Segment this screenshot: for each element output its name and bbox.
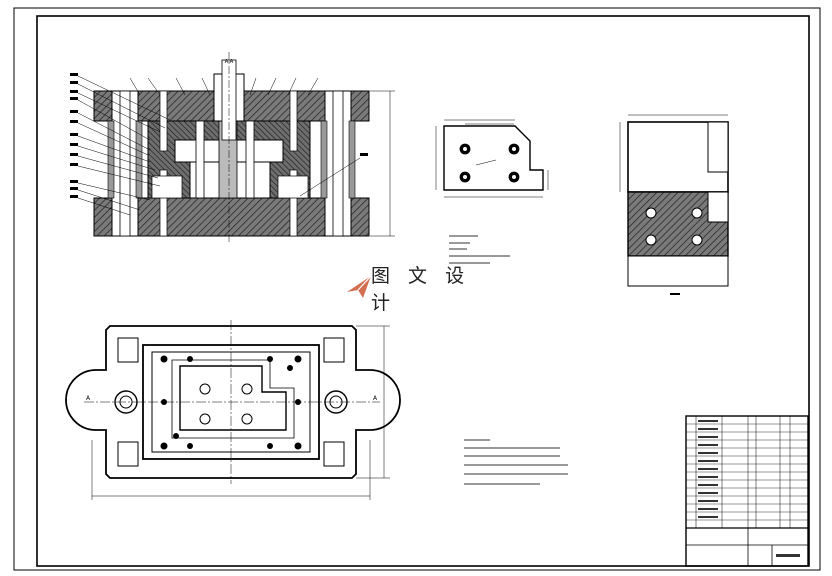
watermark-badge bbox=[343, 270, 493, 306]
section-label: A-A bbox=[225, 59, 234, 65]
sheet-border bbox=[13, 7, 821, 571]
view-marker-left: A bbox=[86, 395, 91, 402]
section-view-assembly: A-A bbox=[70, 52, 395, 244]
notes-block-lower bbox=[464, 439, 568, 485]
watermark: 图 文 设 计 bbox=[343, 265, 493, 314]
title-block bbox=[685, 415, 809, 567]
workpiece-drawing bbox=[435, 119, 549, 198]
paper-plane-logo-icon bbox=[347, 275, 372, 298]
plan-view: A A bbox=[65, 320, 401, 500]
watermark-text: 图 文 设 计 bbox=[371, 265, 471, 314]
view-marker-right: A bbox=[373, 395, 378, 402]
strip-layout bbox=[619, 114, 729, 295]
notes-block-upper bbox=[449, 235, 510, 264]
